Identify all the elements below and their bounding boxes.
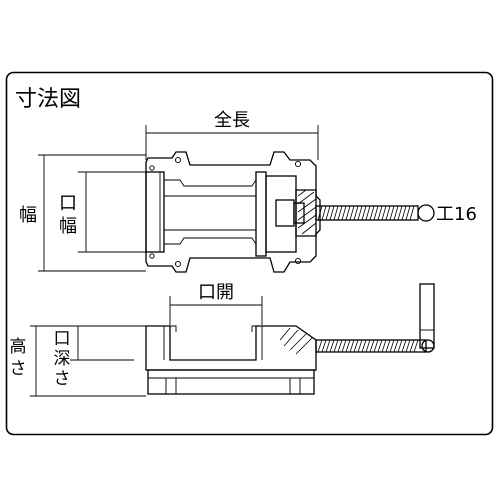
screw-end-circle	[417, 204, 435, 222]
thread-mark	[393, 339, 399, 353]
thread-mark	[401, 205, 407, 221]
thread-mark	[353, 339, 359, 353]
thread-mark	[317, 339, 323, 353]
drawing-title: 寸法図	[15, 87, 81, 112]
side-hatch	[279, 327, 313, 355]
mount-hole-bl	[174, 260, 182, 268]
thread-mark	[385, 339, 391, 353]
thread-mark	[325, 205, 331, 221]
vise-base	[147, 369, 315, 395]
jaw-width-label-1: 口	[59, 193, 77, 214]
screw-size-label: 工16	[436, 204, 477, 225]
thread-mark	[353, 205, 359, 221]
jaw-width-label-2: 幅	[59, 216, 77, 237]
thread-mark	[397, 205, 403, 221]
jaw-opening-label: 口開	[198, 282, 234, 303]
mount-hole-tr	[294, 160, 302, 168]
thread-mark	[365, 205, 371, 221]
handle-bar	[419, 283, 435, 349]
thread-mark	[393, 205, 399, 221]
thread-mark	[321, 205, 327, 221]
thread-mark	[317, 205, 323, 221]
mount-hole-ml2	[149, 253, 155, 259]
side-lead-screw-thread	[317, 339, 419, 353]
jaw-step-right	[251, 325, 256, 332]
height-label-1: 高	[10, 337, 27, 357]
thread-mark	[373, 205, 379, 221]
height-label-2: さ	[10, 359, 27, 379]
thread-mark	[337, 339, 343, 353]
vise-body-side	[145, 325, 317, 371]
thread-mark	[385, 205, 391, 221]
lead-screw-thread	[317, 205, 415, 221]
thread-mark	[373, 339, 379, 353]
fixed-jaw	[145, 171, 165, 253]
thread-mark	[377, 339, 383, 353]
thread-mark	[413, 339, 419, 353]
thread-mark	[341, 205, 347, 221]
thread-mark	[361, 339, 367, 353]
jaw-depth-label-3: さ	[54, 369, 71, 389]
jaw-depth-label-2: 深	[54, 349, 71, 369]
thread-mark	[405, 205, 411, 221]
top-view: 全長	[19, 110, 477, 273]
thread-mark	[329, 205, 335, 221]
jaw-step-left	[170, 325, 177, 332]
thread-mark	[409, 205, 415, 221]
thread-mark	[341, 339, 347, 353]
thread-mark	[369, 339, 375, 353]
thread-mark	[333, 339, 339, 353]
thread-mark	[333, 205, 339, 221]
thread-mark	[337, 205, 343, 221]
thread-mark	[405, 339, 411, 353]
thread-mark	[325, 339, 331, 353]
thread-mark	[321, 339, 327, 353]
thread-mark	[345, 205, 351, 221]
thread-mark	[401, 339, 407, 353]
width-label: 幅	[19, 205, 37, 226]
side-lead-screw	[315, 339, 427, 353]
mount-hole-br	[294, 257, 302, 265]
thread-mark	[329, 339, 335, 353]
thread-mark	[349, 339, 355, 353]
mount-hole-tl	[174, 156, 182, 164]
thread-mark	[409, 339, 415, 353]
side-view: 口開 高 さ	[10, 282, 435, 397]
thread-mark	[381, 339, 387, 353]
thread-mark	[357, 205, 363, 221]
thread-mark	[349, 205, 355, 221]
mount-hole-ml	[149, 165, 155, 171]
screw-collar	[293, 202, 305, 224]
thread-mark	[389, 205, 395, 221]
thread-mark	[365, 339, 371, 353]
thread-mark	[381, 205, 387, 221]
nut-hatch	[297, 189, 317, 235]
thread-mark	[389, 339, 395, 353]
total-length-label: 全長	[214, 110, 250, 131]
thread-mark	[369, 205, 375, 221]
thread-mark	[357, 339, 363, 353]
handle-pivot	[421, 339, 435, 353]
nut-block	[295, 189, 317, 237]
drawing-frame	[5, 71, 494, 436]
thread-mark	[397, 339, 403, 353]
jaw-depth-label-1: 口	[54, 329, 71, 349]
thread-mark	[377, 205, 383, 221]
thread-mark	[361, 205, 367, 221]
thread-mark	[345, 339, 351, 353]
